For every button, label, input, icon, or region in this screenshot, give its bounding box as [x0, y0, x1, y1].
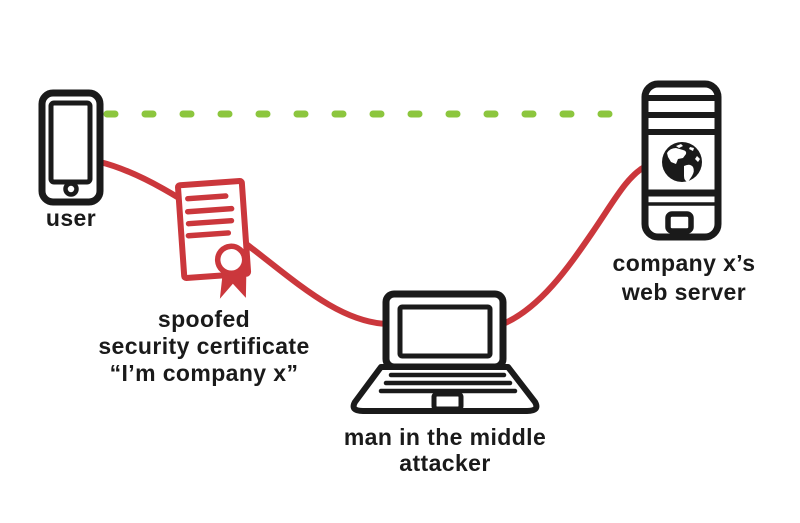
laptop-trackpad — [431, 391, 464, 412]
server-drive-button — [665, 211, 694, 234]
user-label: user — [45, 205, 97, 231]
web-server-icon — [641, 80, 722, 241]
phone-home-button — [63, 181, 79, 197]
smartphone-icon — [38, 89, 104, 206]
spoofed-certificate-label: spoofed security certificate “I’m compan… — [98, 306, 310, 386]
laptop-icon — [350, 290, 540, 414]
web-server-label: company x’s web server — [612, 250, 756, 305]
attacker-label: man in the middle attacker — [343, 424, 547, 476]
certificate-icon — [175, 178, 252, 299]
certificate-seal — [214, 243, 248, 277]
intercepted-connection-line-right — [500, 163, 649, 327]
globe-icon — [662, 142, 702, 182]
